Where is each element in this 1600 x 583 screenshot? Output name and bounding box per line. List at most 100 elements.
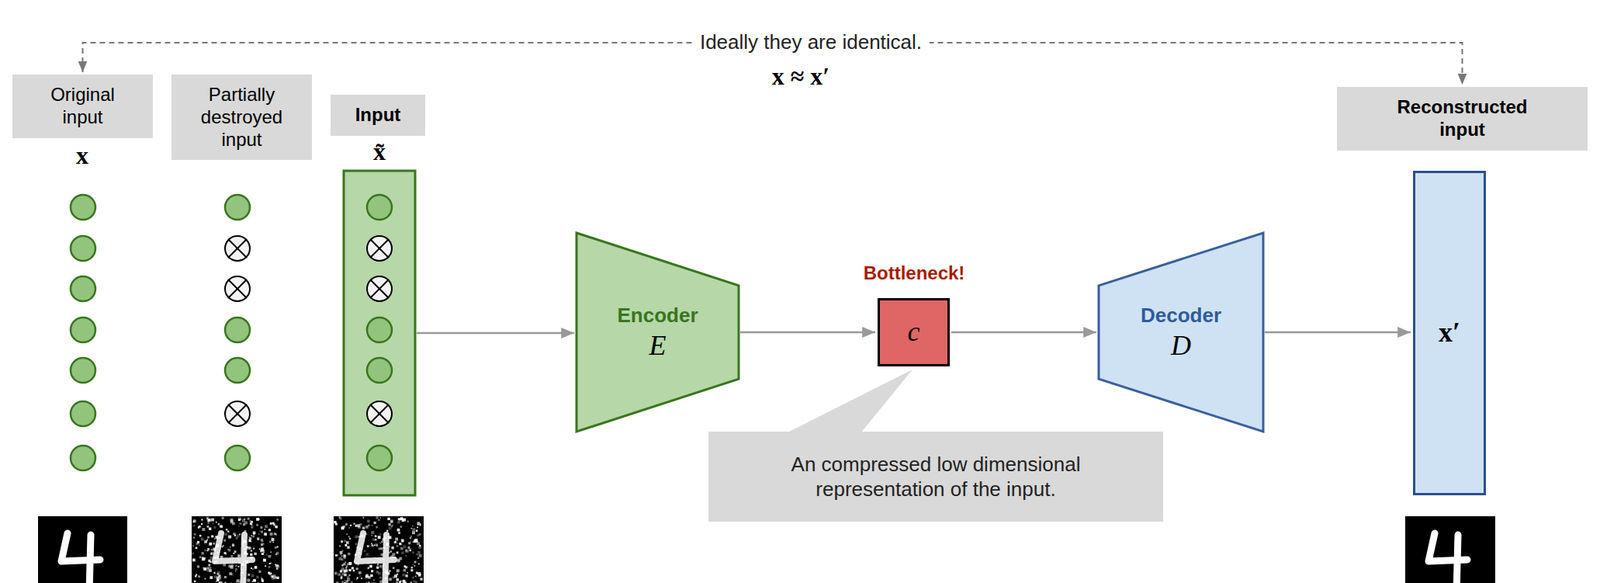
noise-pixel xyxy=(263,551,265,554)
noise-pixel xyxy=(343,581,347,583)
noise-pixel xyxy=(398,542,402,545)
noise-pixel xyxy=(354,554,357,557)
noise-pixel xyxy=(414,564,416,567)
noise-pixel xyxy=(346,533,348,535)
noise-pixel xyxy=(195,574,198,576)
noise-pixel xyxy=(396,544,399,548)
noise-pixel xyxy=(242,559,246,562)
noise-pixel xyxy=(379,542,381,544)
noise-pixel xyxy=(197,564,200,568)
noise-pixel xyxy=(230,554,233,558)
noise-pixel xyxy=(367,575,371,579)
noise-pixel xyxy=(388,569,392,572)
noise-pixel xyxy=(191,551,194,555)
destroyed-unit xyxy=(225,401,250,426)
unit-circle xyxy=(367,445,392,471)
noise-pixel xyxy=(363,516,365,519)
noise-pixel xyxy=(390,519,394,523)
noise-pixel xyxy=(397,518,399,520)
noise-pixel xyxy=(339,544,341,547)
input-vector-frame xyxy=(343,170,416,496)
noise-pixel xyxy=(266,553,268,555)
noise-pixel xyxy=(415,529,419,532)
noise-pixel xyxy=(398,557,402,561)
noise-pixel xyxy=(377,535,381,539)
noise-pixel xyxy=(396,542,399,544)
noise-pixel xyxy=(392,566,395,569)
noise-pixel xyxy=(342,562,346,565)
noise-pixel xyxy=(401,538,404,541)
noise-pixel xyxy=(379,564,382,568)
noise-pixel xyxy=(275,533,278,536)
noise-pixel xyxy=(210,552,212,555)
noise-pixel xyxy=(267,554,271,558)
noise-pixel xyxy=(234,550,237,553)
noise-pixel xyxy=(340,554,343,557)
noise-pixel xyxy=(370,543,373,545)
noise-pixel xyxy=(235,564,238,567)
noise-pixel xyxy=(197,574,201,578)
noise-pixel xyxy=(412,550,415,554)
noise-pixel xyxy=(344,573,347,575)
noise-pixel xyxy=(195,575,198,578)
noise-pixel xyxy=(258,533,260,535)
noise-pixel xyxy=(358,571,362,575)
noise-pixel xyxy=(250,526,253,529)
noise-pixel xyxy=(356,578,358,580)
noise-pixel xyxy=(248,546,252,550)
noise-pixel xyxy=(193,580,197,583)
noise-pixel xyxy=(236,533,240,537)
noise-pixel xyxy=(343,579,346,582)
noise-pixel xyxy=(250,534,253,537)
noise-pixel xyxy=(357,554,360,557)
noise-pixel xyxy=(235,570,237,572)
noise-pixel xyxy=(408,547,413,551)
noise-pixel xyxy=(356,523,361,527)
noise-pixel xyxy=(365,525,369,529)
noise-pixel xyxy=(215,521,218,523)
noise-pixel xyxy=(373,560,375,562)
noise-pixel xyxy=(380,553,384,556)
noise-pixel xyxy=(379,533,381,535)
noise-pixel xyxy=(195,542,199,546)
noise-pixel xyxy=(339,569,343,572)
node-label: c xyxy=(907,316,921,348)
noise-pixel xyxy=(203,567,207,571)
noise-pixel xyxy=(277,564,280,567)
noise-pixel xyxy=(411,527,413,530)
node-label: Original input xyxy=(32,83,134,129)
noise-pixel xyxy=(220,555,224,559)
noise-pixel xyxy=(356,546,360,549)
noise-pixel xyxy=(261,540,264,543)
noise-pixel xyxy=(261,530,264,533)
digit-stroke xyxy=(61,533,101,583)
unit-circle xyxy=(367,357,392,383)
noise-pixel xyxy=(268,528,271,531)
noise-pixel xyxy=(398,517,401,520)
noise-pixel xyxy=(218,574,221,577)
noise-pixel xyxy=(367,566,370,568)
noise-pixel xyxy=(374,538,377,541)
noise-pixel xyxy=(238,558,240,561)
noise-pixel xyxy=(346,565,348,568)
noise-pixel xyxy=(207,525,210,528)
noise-pixel xyxy=(245,546,249,550)
noise-pixel xyxy=(410,568,413,572)
noise-pixel xyxy=(245,546,249,549)
noise-pixel xyxy=(394,574,398,578)
noise-pixel xyxy=(372,538,375,541)
noise-pixel xyxy=(229,559,232,562)
noise-pixel xyxy=(384,547,387,550)
noise-pixel xyxy=(210,556,214,560)
noise-pixel xyxy=(250,547,253,549)
digit-image xyxy=(38,516,128,583)
noise-pixel xyxy=(375,526,378,529)
noise-pixel xyxy=(207,518,212,522)
noise-pixel xyxy=(225,552,227,555)
noise-pixel xyxy=(394,537,399,541)
noise-pixel xyxy=(216,555,219,558)
unit-circle xyxy=(70,317,96,343)
unit-circle xyxy=(225,317,250,343)
noise-pixel xyxy=(209,575,213,579)
noise-pixel xyxy=(250,549,253,551)
